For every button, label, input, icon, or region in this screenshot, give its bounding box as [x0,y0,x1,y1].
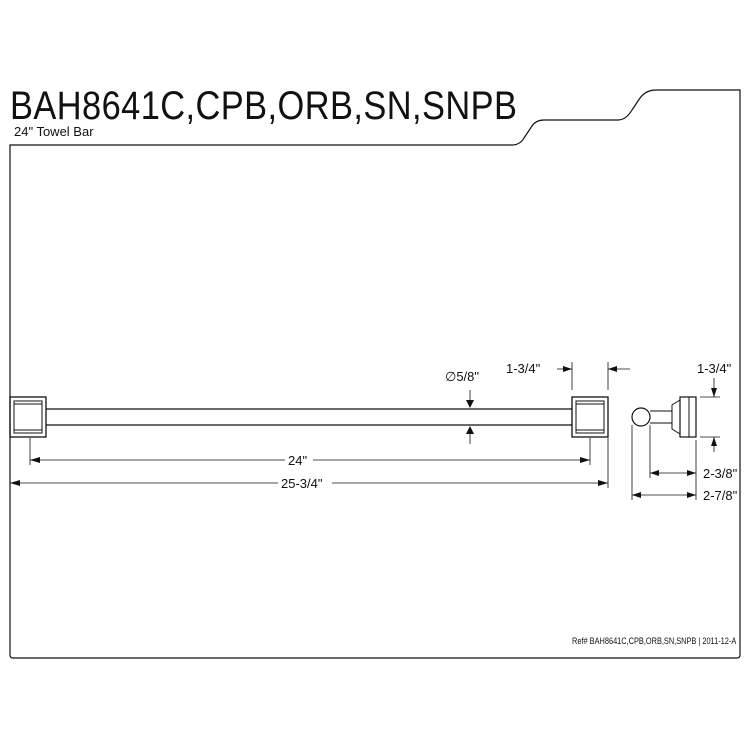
bar-length-label: 24" [288,453,307,468]
overall-length-label: 25-3/4" [281,476,323,491]
left-post [9,396,47,438]
side-view [631,396,697,438]
drawing-frame [9,89,741,659]
reference-note: Ref# BAH8641C,CPB,ORB,SN,SNPB | 2011-12-… [571,636,736,646]
post-width-label: 1-3/4" [506,361,541,376]
projection-total-dimension: 2-7/8" [631,425,738,503]
right-post [571,396,609,438]
projection-center-label: 2-3/8" [703,466,738,481]
page-subtitle: 24" Towel Bar [14,124,94,139]
bar-length-dimension: 24" [29,438,591,468]
diameter-dimension: ∅5/8" [445,369,479,444]
side-height-label: 1-3/4" [697,361,732,376]
page-title: BAH8641C,CPB,ORB,SN,SNPB [10,84,518,128]
post-width-dimension: 1-3/4" [506,361,630,390]
towel-bar-rod [46,408,572,426]
side-height-dimension: 1-3/4" [697,361,732,452]
overall-length-dimension: 25-3/4" [9,438,609,491]
projection-total-label: 2-7/8" [703,488,738,503]
projection-center-dimension: 2-3/8" [649,425,738,500]
diameter-label: ∅5/8" [445,369,479,384]
